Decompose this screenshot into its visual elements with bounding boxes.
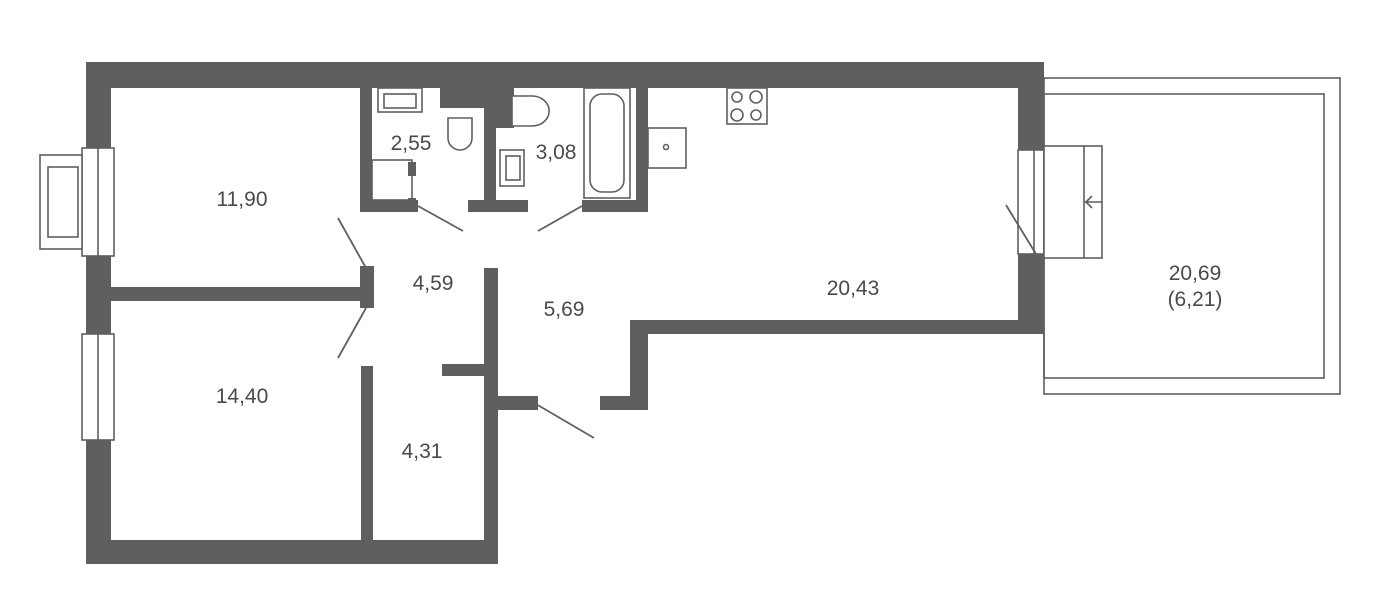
door-bathroom-2 bbox=[537, 205, 583, 232]
entry-door-jamb-right bbox=[600, 396, 648, 410]
left-wall-middle bbox=[86, 254, 111, 334]
label-bedroom-1: 11,90 bbox=[217, 188, 268, 211]
door-bedroom-1 bbox=[337, 217, 367, 269]
bathroom-2-fixtures bbox=[499, 87, 631, 199]
wardrobe-stub bbox=[442, 364, 488, 376]
sill-1 bbox=[39, 154, 83, 250]
bath-divider-wall bbox=[484, 88, 496, 212]
label-bedroom-2: 14,40 bbox=[216, 385, 269, 408]
left-wall-upper bbox=[86, 62, 111, 152]
door-entrance bbox=[535, 403, 595, 439]
label-corridor: 5,69 bbox=[544, 298, 585, 321]
bath1-left-wall bbox=[360, 88, 372, 212]
label-bathroom-1: 2,55 bbox=[391, 132, 432, 155]
entrance-wall bbox=[484, 268, 498, 564]
kitchen-step-wall bbox=[630, 320, 648, 410]
label-balcony-reduced: (6,21) bbox=[1168, 288, 1223, 311]
kitchen-sink bbox=[647, 127, 687, 169]
bottom-wall bbox=[86, 540, 498, 564]
label-wardrobe: 4,31 bbox=[402, 440, 443, 463]
shaft bbox=[440, 88, 484, 108]
window-bedroom-1 bbox=[39, 147, 115, 257]
label-living-kitchen: 20,43 bbox=[827, 277, 880, 300]
doors bbox=[337, 205, 595, 439]
label-hall: 4,59 bbox=[413, 272, 454, 295]
right-wall-upper bbox=[1018, 62, 1044, 152]
bath2-bottom-wall-left bbox=[468, 200, 528, 212]
shaft-2 bbox=[496, 88, 514, 128]
window-balcony-door bbox=[1005, 149, 1045, 255]
balcony bbox=[1043, 77, 1341, 395]
kitchen-bottom-wall bbox=[630, 320, 1044, 334]
entry-door-jamb-left bbox=[498, 396, 538, 410]
toilet-2 bbox=[511, 95, 550, 127]
outer-walls bbox=[86, 62, 1044, 564]
door-bedroom-2 bbox=[337, 307, 367, 359]
kitchen-fixtures bbox=[647, 87, 768, 169]
bath2-bottom-wall-right bbox=[582, 200, 648, 212]
wardrobe-wall bbox=[361, 366, 373, 546]
washer bbox=[371, 159, 413, 201]
top-wall bbox=[86, 62, 1044, 88]
toilet-1 bbox=[447, 117, 473, 151]
inner-walls bbox=[111, 88, 648, 546]
bath1-bottom-wall bbox=[360, 200, 418, 212]
window-bedroom-2 bbox=[81, 333, 115, 441]
bathtub bbox=[583, 87, 631, 199]
bedroom-divider-wall bbox=[111, 287, 361, 301]
door-bathroom-1 bbox=[417, 205, 464, 232]
bath2-right-wall bbox=[636, 88, 648, 212]
room-labels: 11,90 14,40 4,59 5,69 20,43 4,31 2,55 3,… bbox=[216, 132, 1223, 463]
label-bathroom-2: 3,08 bbox=[536, 141, 577, 164]
label-balcony-area: 20,69 bbox=[1169, 262, 1222, 285]
bathroom-1-fixtures bbox=[371, 87, 473, 212]
hall-wall-stub bbox=[360, 266, 374, 308]
